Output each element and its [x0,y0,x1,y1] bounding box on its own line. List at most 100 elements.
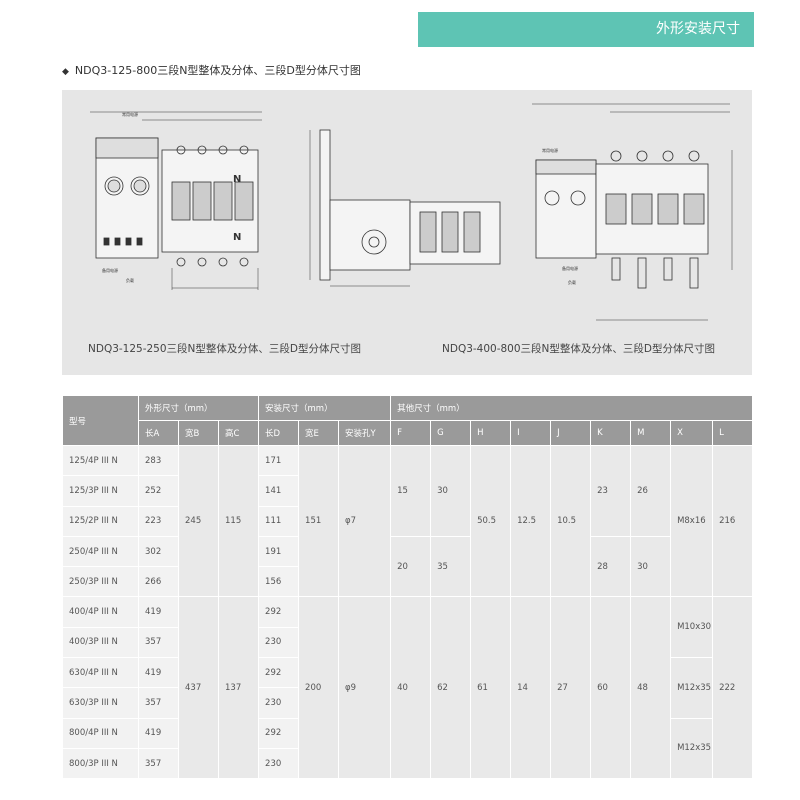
cell-b: 437 [178,596,219,780]
cell-a: 419 [138,596,179,628]
cell-j: 10.5 [550,444,592,598]
cell-m: 30 [630,535,672,598]
cell-h: 50.5 [470,444,512,598]
header-col: L [712,420,754,446]
table-row: 125/2P III N 223 111 [62,505,753,537]
cell-d: 292 [258,657,300,689]
header-other-dimensions: 其他尺寸（mm） [390,395,754,421]
cell-h: 61 [470,596,512,780]
model-cell: 250/4P III N [62,535,139,568]
model-cell: 630/3P III N [62,687,139,719]
cell-i: 14 [510,596,552,780]
backup-power-label-right: 备用电源 [562,265,578,271]
cell-d: 141 [258,475,300,507]
cell-f: 40 [390,596,432,780]
header-col: 长D [258,420,300,446]
table-row: 400/3P III N 357 230 [62,626,753,659]
cell-k: 60 [590,596,632,780]
header-col: H [470,420,512,446]
header-col: 宽B [178,420,219,446]
cell-x: M12x35 [670,657,714,719]
cell-d: 156 [258,566,300,598]
technical-drawings: 常用电源 备用电源 负载 常用电源 备用电源 负载 N N [90,103,733,321]
cell-a: 357 [138,747,179,780]
cell-a: 419 [138,717,179,749]
cell-k: 23 [590,445,632,537]
cell-a: 252 [138,475,179,507]
cell-d: 230 [258,626,300,659]
cell-c: 137 [217,596,260,780]
cell-d: 111 [258,505,300,537]
table-row: 125/3P III N 252 141 [62,475,753,507]
cell-e: 151 [298,444,340,598]
header-outer-dimensions: 外形尺寸（mm） [137,395,260,421]
header-col: G [430,420,472,446]
header-col: M [630,420,672,446]
cell-d: 292 [258,717,300,749]
model-cell: 125/2P III N [62,505,139,537]
cell-m: 48 [630,596,672,780]
cell-y: φ9 [338,596,392,780]
cell-b: 245 [178,444,219,598]
cell-a: 283 [138,444,179,477]
cell-g: 62 [430,596,472,780]
cell-g: 35 [430,535,472,598]
header-col: I [510,420,552,446]
cell-a: 357 [138,687,179,719]
cell-l: 222 [712,596,754,780]
backup-power-label-left: 备用电源 [102,267,118,273]
header-col: 高C [217,420,260,446]
front-view-large-drawing [532,103,733,321]
header-col: 宽E [298,420,340,446]
model-cell: 400/3P III N [62,626,139,659]
cell-i: 12.5 [510,444,552,598]
table-row: 800/3P III N 357 230 [62,747,753,780]
cell-f: 20 [390,535,432,598]
table-row: 800/4P III N 419 292 M12x35 [62,717,753,780]
neutral-label-bottom: N [233,232,241,243]
cell-k: 28 [590,535,632,598]
cell-a: 266 [138,566,179,598]
table-row: 400/4P III N 419 437 137 292 200 φ9 40 6… [62,596,754,780]
cell-a: 357 [138,626,179,659]
header-col: X [670,420,714,446]
model-cell: 630/4P III N [62,657,139,689]
cell-a: 302 [138,535,179,568]
cell-x: M8x16 [670,444,714,598]
cell-d: 230 [258,687,300,719]
model-cell: 125/4P III N [62,444,139,477]
header-col: 安装孔Y [338,420,392,446]
header-col: K [590,420,632,446]
cell-a: 223 [138,505,179,537]
model-cell: 800/4P III N [62,717,139,749]
model-cell: 250/3P III N [62,566,139,598]
cell-d: 171 [258,444,300,477]
table-row: 125/4P III N 283 245 115 171 151 φ7 15 3… [62,444,754,598]
cell-l: 216 [712,444,754,598]
cell-d: 292 [258,596,300,628]
table-header-row-1: 型号 外形尺寸（mm） 安装尺寸（mm） 其他尺寸（mm） [62,395,754,446]
cell-x: M10x30 [670,596,714,659]
model-cell: 400/4P III N [62,596,139,628]
common-power-label-right: 常用电源 [542,147,558,153]
front-view-small-drawing [90,111,262,290]
cell-d: 230 [258,747,300,780]
model-cell: 125/3P III N [62,475,139,507]
side-view-small-drawing [309,129,501,287]
table-header-row-2: 长A 宽B 高C 长D 宽E 安装孔Y F G H I J K M X L [63,420,754,446]
section-title: ◆ NDQ3-125-800三段N型整体及分体、三段D型分体尺寸图 [62,62,361,78]
left-drawing-caption: NDQ3-125-250三段N型整体及分体、三段D型分体尺寸图 [88,343,361,355]
header-col: 长A [138,420,179,446]
cell-c: 115 [217,444,260,598]
model-cell: 800/3P III N [62,747,139,780]
cell-d: 191 [258,535,300,568]
load-label-right: 负载 [568,279,576,285]
cell-a: 419 [138,657,179,689]
header-mounting-dimensions: 安装尺寸（mm） [258,395,392,421]
right-drawing-caption: NDQ3-400-800三段N型整体及分体、三段D型分体尺寸图 [442,343,715,355]
table-row: 630/3P III N 357 230 [62,687,753,719]
neutral-label-top: N [233,174,241,185]
cell-g: 30 [430,445,472,537]
section-title-text: NDQ3-125-800三段N型整体及分体、三段D型分体尺寸图 [74,64,361,77]
diamond-bullet-icon: ◆ [62,67,69,77]
